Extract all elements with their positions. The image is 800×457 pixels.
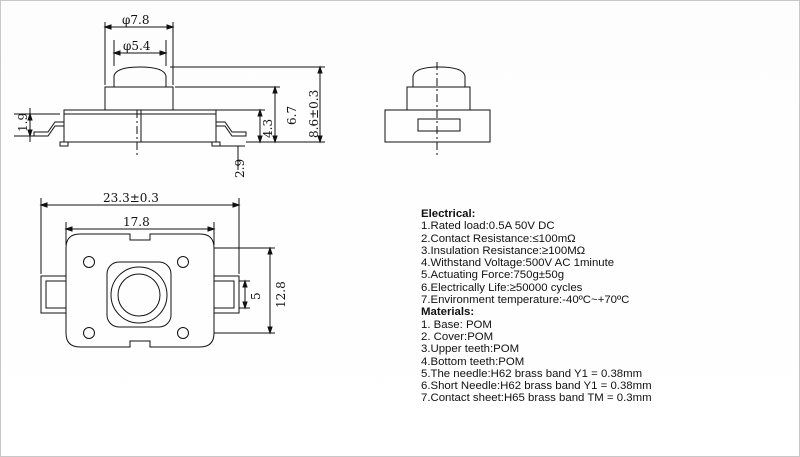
side-button bbox=[412, 66, 466, 87]
dim-h43: 4.3 bbox=[261, 119, 275, 138]
dim-h5: 5 bbox=[249, 292, 263, 300]
dim-h19-lines bbox=[14, 108, 60, 142]
dim-h128-lines bbox=[214, 246, 275, 335]
top-right-tab bbox=[213, 275, 240, 314]
side-step bbox=[406, 86, 471, 111]
electrical-item: 5.Actuating Force:750g±50g bbox=[421, 269, 565, 282]
materials-item: 7.Contact sheet:H65 brass band TM = 0.3m… bbox=[421, 392, 652, 405]
dim-h86: 8.6±0.3 bbox=[307, 90, 321, 138]
top-hole-4 bbox=[177, 327, 189, 339]
dim-w233-lines bbox=[39, 198, 241, 274]
top-button-inner bbox=[117, 273, 161, 317]
electrical-title: Electrical: bbox=[421, 208, 476, 220]
top-left-tab bbox=[40, 275, 67, 314]
dim-d78-lines bbox=[103, 22, 175, 85]
dim-w178: 17.8 bbox=[123, 215, 150, 229]
materials-item: 1. Base: POM bbox=[421, 318, 492, 331]
materials-item: 5.The needle:H62 brass band Y1 = 0.38mm bbox=[421, 367, 643, 380]
electrical-item: 6.Electrically Life:≥50000 cycles bbox=[421, 281, 583, 294]
top-button-square bbox=[106, 261, 172, 328]
materials-item: 3.Upper teeth:POM bbox=[421, 343, 520, 356]
dim-h128: 12.8 bbox=[274, 281, 288, 308]
top-body bbox=[65, 233, 215, 348]
dim-h67: 6.7 bbox=[285, 106, 299, 125]
electrical-item: 4.Withstand Voltage:500V AC 1minute bbox=[421, 257, 615, 270]
dim-d54: φ5.4 bbox=[123, 39, 151, 53]
top-hole-3 bbox=[83, 327, 95, 339]
dim-h19: 1.9 bbox=[16, 113, 30, 132]
front-left-terminal bbox=[33, 121, 64, 137]
electrical-item: 2.Contact Resistance:≤100mΩ bbox=[421, 232, 576, 245]
materials-title: Materials: bbox=[421, 306, 475, 319]
electrical-item: 3.Insulation Resistance:≥100MΩ bbox=[421, 244, 586, 257]
front-view bbox=[33, 66, 247, 155]
dim-d54-lines bbox=[112, 40, 168, 66]
top-view bbox=[40, 233, 240, 348]
dim-h5-lines bbox=[239, 279, 250, 310]
electrical-item: 7.Environment temperature:-40ºC~+70ºC bbox=[421, 294, 630, 307]
dim-w233: 23.3±0.3 bbox=[103, 191, 159, 205]
top-hole-1 bbox=[83, 256, 95, 268]
dim-d78: φ7.8 bbox=[122, 13, 150, 27]
front-step bbox=[104, 86, 174, 111]
dim-h29: 2.9 bbox=[233, 159, 247, 178]
front-body bbox=[63, 109, 217, 143]
front-button bbox=[113, 66, 167, 87]
spec-block: Electrical: 1.Rated load:0.5A 50V DC 2.C… bbox=[421, 208, 791, 405]
dim-w178-lines bbox=[64, 222, 216, 245]
top-button-outer bbox=[110, 266, 168, 324]
dim-heights-lines bbox=[170, 65, 325, 170]
front-right-terminal bbox=[216, 121, 247, 137]
top-hole-2 bbox=[177, 256, 189, 268]
materials-item: 2. Cover:POM bbox=[421, 330, 494, 343]
materials-item: 4.Bottom teeth:POM bbox=[421, 355, 525, 368]
materials-item: 6.Short Needle:H62 brass band Y1 = 0.38m… bbox=[421, 380, 652, 393]
side-window bbox=[417, 118, 461, 132]
electrical-item: 1.Rated load:0.5A 50V DC bbox=[421, 220, 555, 233]
side-view bbox=[384, 62, 491, 158]
